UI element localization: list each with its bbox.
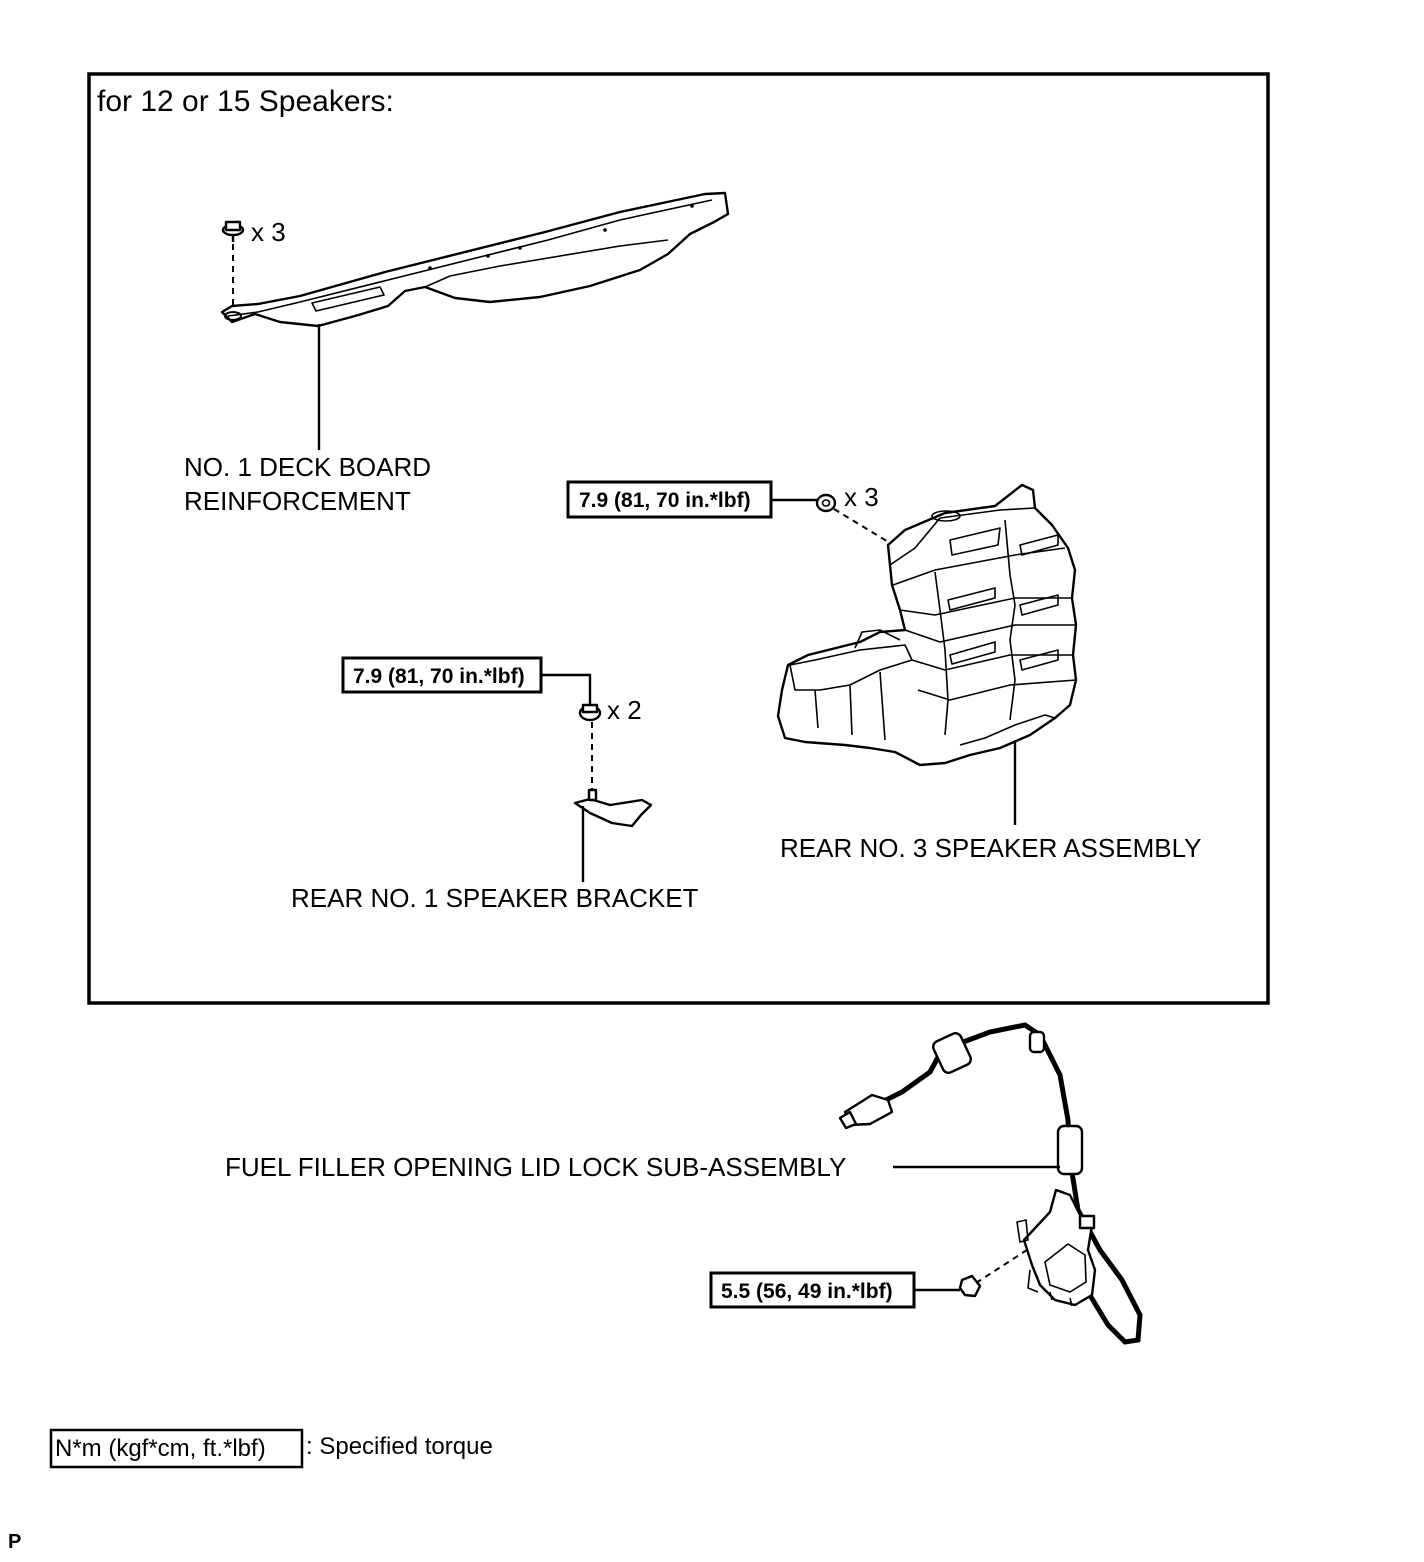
deck-board-label-line1: NO. 1 DECK BOARD <box>184 452 431 482</box>
fuel-lid-torque-box <box>709 1271 916 1309</box>
inset-heading: for 12 or 15 Speakers: <box>97 85 394 118</box>
speaker-nut-icon <box>815 493 837 513</box>
fuel-lid-lock-label: FUEL FILLER OPENING LID LOCK SUB-ASSEMBL… <box>225 1152 846 1182</box>
speaker-nut-qty: x 3 <box>844 482 879 512</box>
fuel-lid-nut-axis <box>975 1247 1031 1284</box>
deck-board-bolt-icon <box>221 220 245 242</box>
legend-unit-box <box>49 1428 304 1469</box>
speaker-torque-value: 7.9 (81, 70 in.*lbf) <box>579 489 751 512</box>
deck-board-label-line2: REINFORCEMENT <box>184 486 411 516</box>
bracket-torque-leader <box>541 673 592 704</box>
fuel-lid-nut-icon <box>958 1274 982 1298</box>
rear-no3-speaker-assembly <box>776 483 1078 767</box>
bracket-nut-qty: x 2 <box>607 695 642 725</box>
bracket-torque-value: 7.9 (81, 70 in.*lbf) <box>353 665 525 688</box>
bracket-label: REAR NO. 1 SPEAKER BRACKET <box>291 883 699 913</box>
deck-board-bolt-qty: x 3 <box>251 217 286 247</box>
inset-frame <box>87 72 1270 1005</box>
speaker-label: REAR NO. 3 SPEAKER ASSEMBLY <box>780 833 1201 863</box>
bracket-torque-box <box>341 656 543 694</box>
fuel-lid-lock-sub-assembly <box>838 1022 1143 1345</box>
legend-unit-text: N*m (kgf*cm, ft.*lbf) <box>55 1435 266 1462</box>
rear-no1-speaker-bracket <box>573 788 653 828</box>
speaker-torque-box <box>566 480 773 519</box>
fuel-lid-torque-value: 5.5 (56, 49 in.*lbf) <box>721 1280 893 1303</box>
bracket-nut-icon <box>578 703 602 722</box>
corner-code: P <box>8 1531 21 1553</box>
deck-board-reinforcement <box>220 191 730 328</box>
legend-description: : Specified torque <box>306 1433 493 1460</box>
speaker-nut-axis <box>833 508 891 544</box>
